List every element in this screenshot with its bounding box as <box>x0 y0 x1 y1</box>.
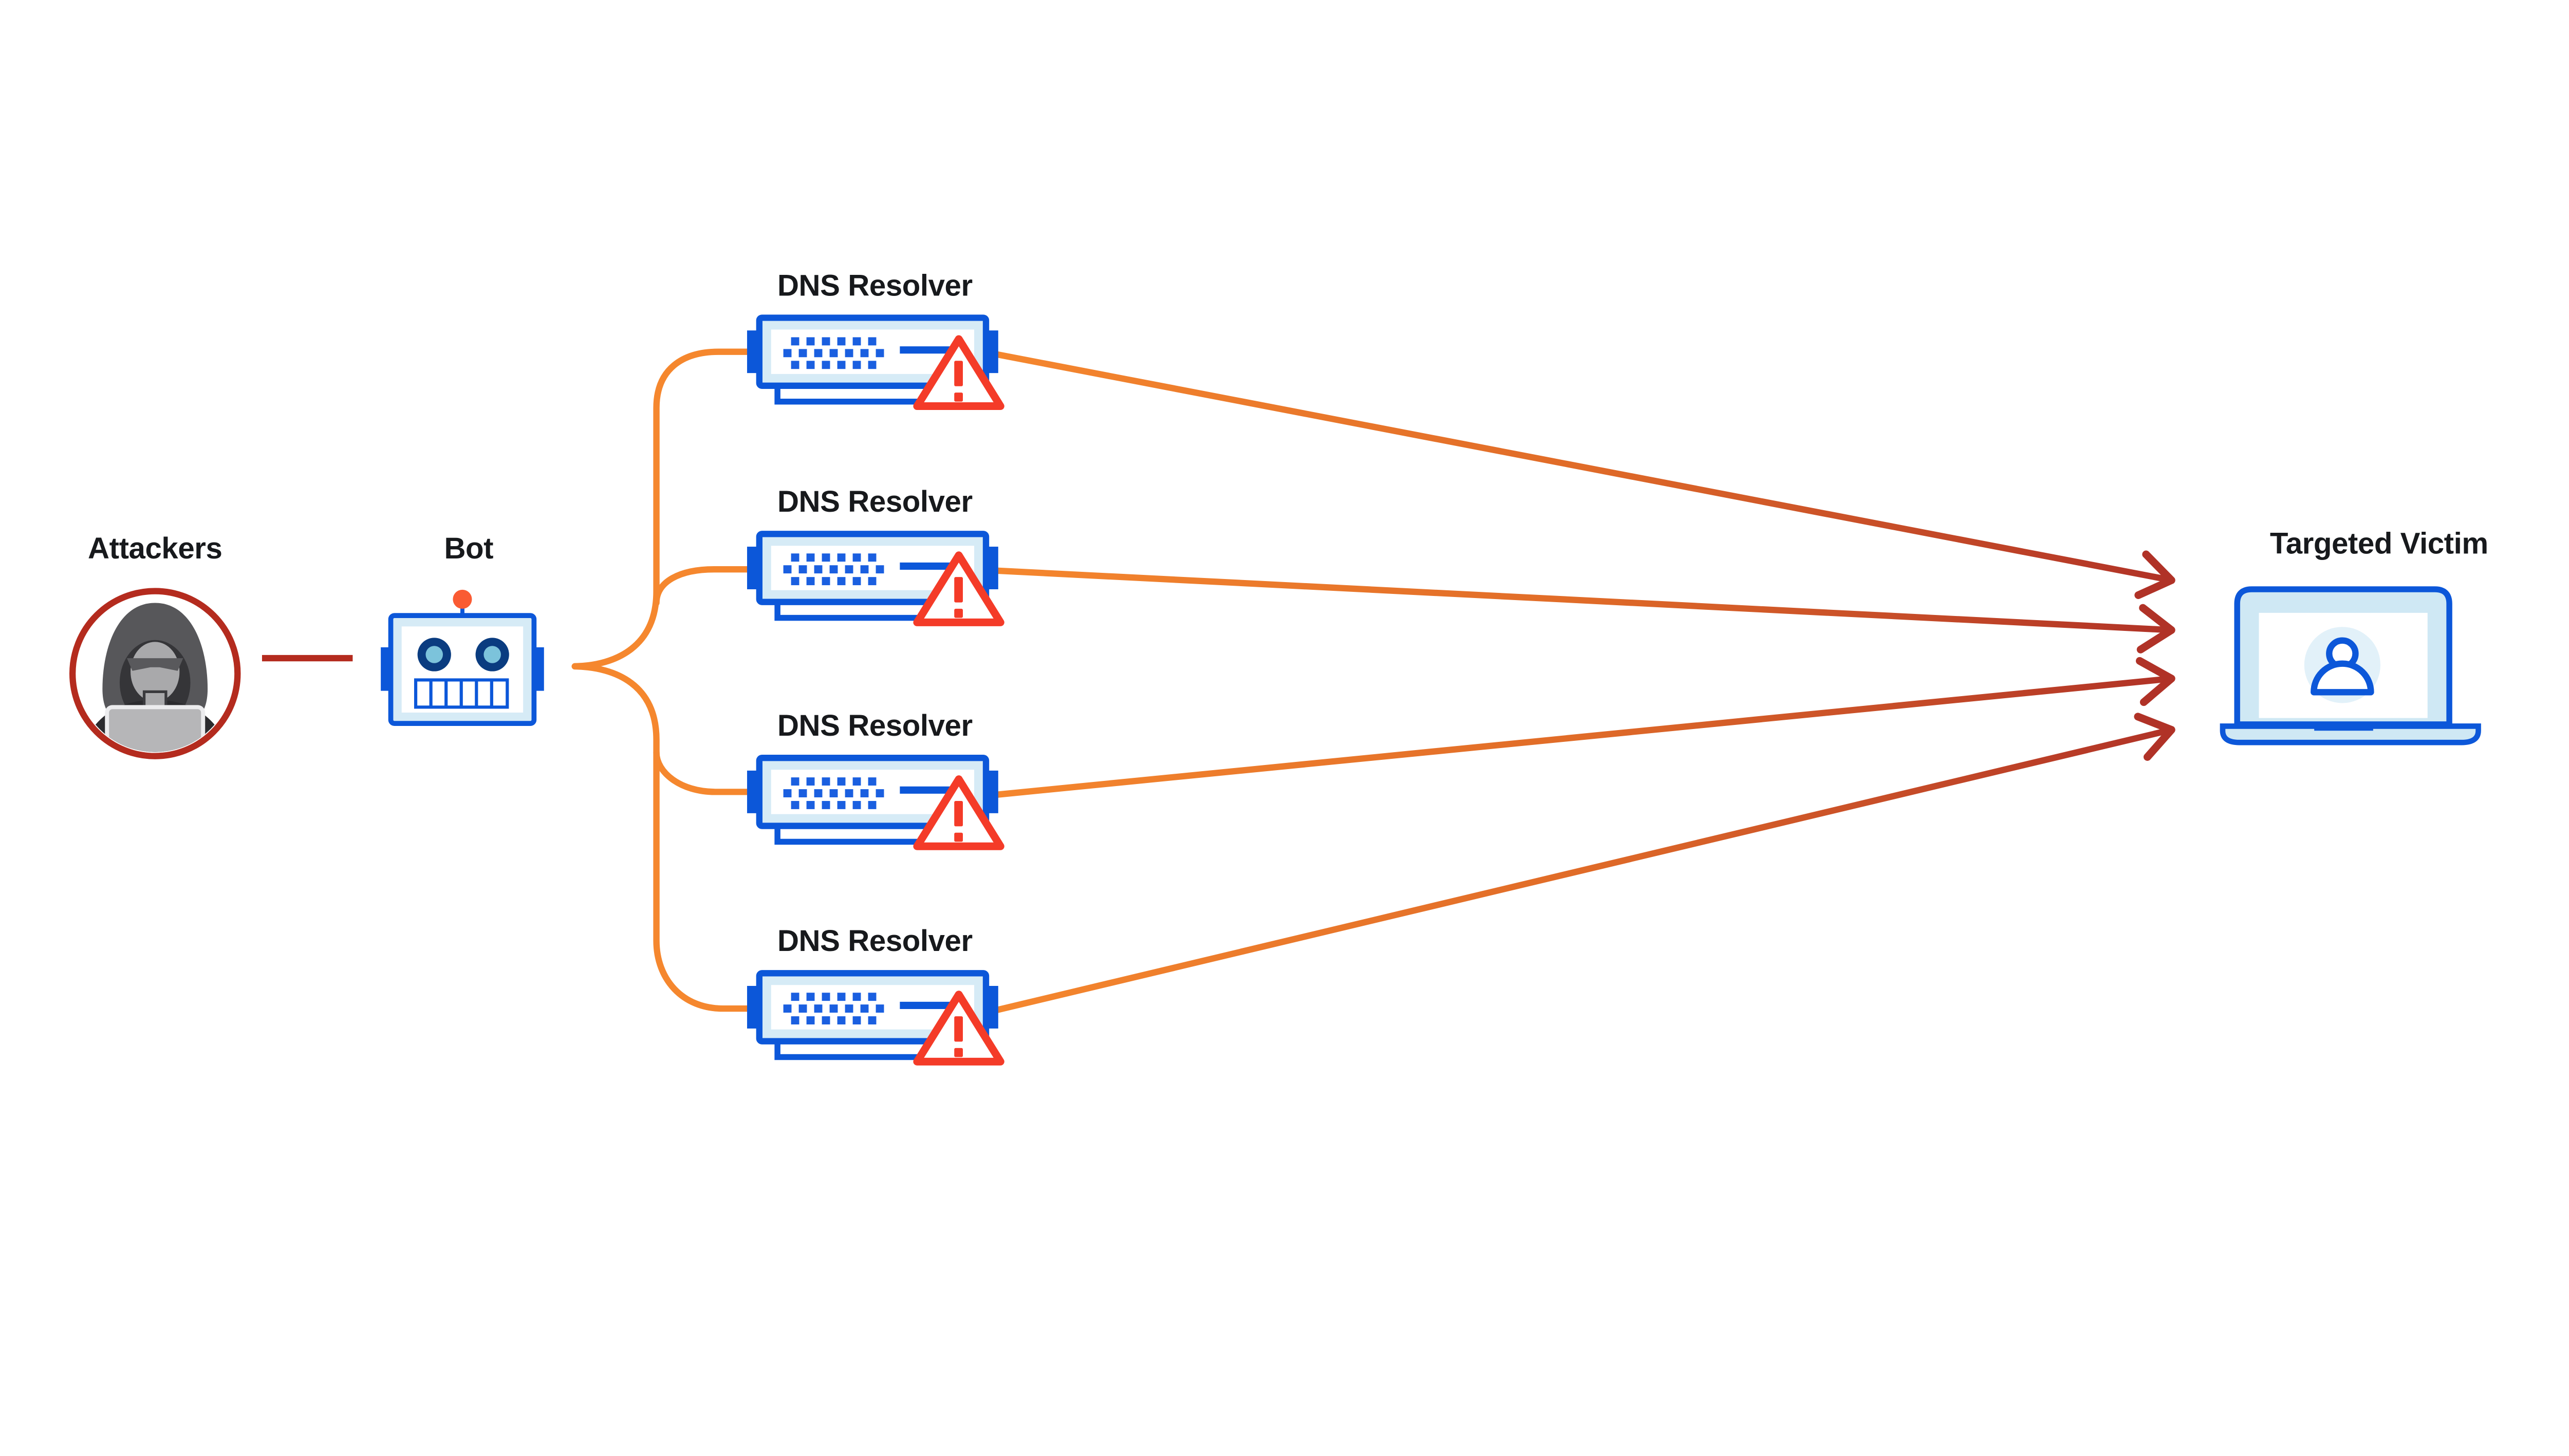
arrowhead-icon <box>2134 550 2175 761</box>
server-icon <box>747 318 1000 406</box>
dns-resolver-label: DNS Resolver <box>777 709 973 742</box>
hooded-hacker-icon <box>69 588 241 759</box>
dns-resolver-label: DNS Resolver <box>777 924 973 958</box>
victim-label: Targeted Victim <box>2270 527 2488 560</box>
laptop-user-icon <box>2220 586 2481 745</box>
server-icon <box>747 534 1000 622</box>
ddos-attack-diagram: Attackers Bot <box>69 269 2489 1066</box>
attackers-node: Attackers <box>69 532 241 759</box>
dns-resolver-node-1: DNS Resolver <box>747 269 1000 406</box>
dns-resolver-node-2: DNS Resolver <box>747 485 1000 622</box>
user-icon <box>2311 637 2374 696</box>
dns-resolver-label: DNS Resolver <box>777 485 973 518</box>
antenna-dot <box>453 589 472 609</box>
robot-mouth <box>414 678 509 709</box>
dns-resolver-label: DNS Resolver <box>777 269 973 302</box>
connector-bot-to-resolvers <box>571 348 754 1012</box>
connector-resolvers-to-victim <box>994 351 2175 1013</box>
server-icon <box>747 973 1000 1061</box>
dns-resolver-node-4: DNS Resolver <box>747 924 1000 1061</box>
attackers-label: Attackers <box>88 532 222 565</box>
dns-resolver-node-3: DNS Resolver <box>747 709 1000 846</box>
bot-label: Bot <box>444 532 493 565</box>
victim-node: Targeted Victim <box>2220 527 2488 745</box>
laptop-base <box>2220 723 2481 745</box>
robot-icon <box>381 589 544 726</box>
server-icon <box>747 758 1000 846</box>
bot-node: Bot <box>381 532 544 726</box>
